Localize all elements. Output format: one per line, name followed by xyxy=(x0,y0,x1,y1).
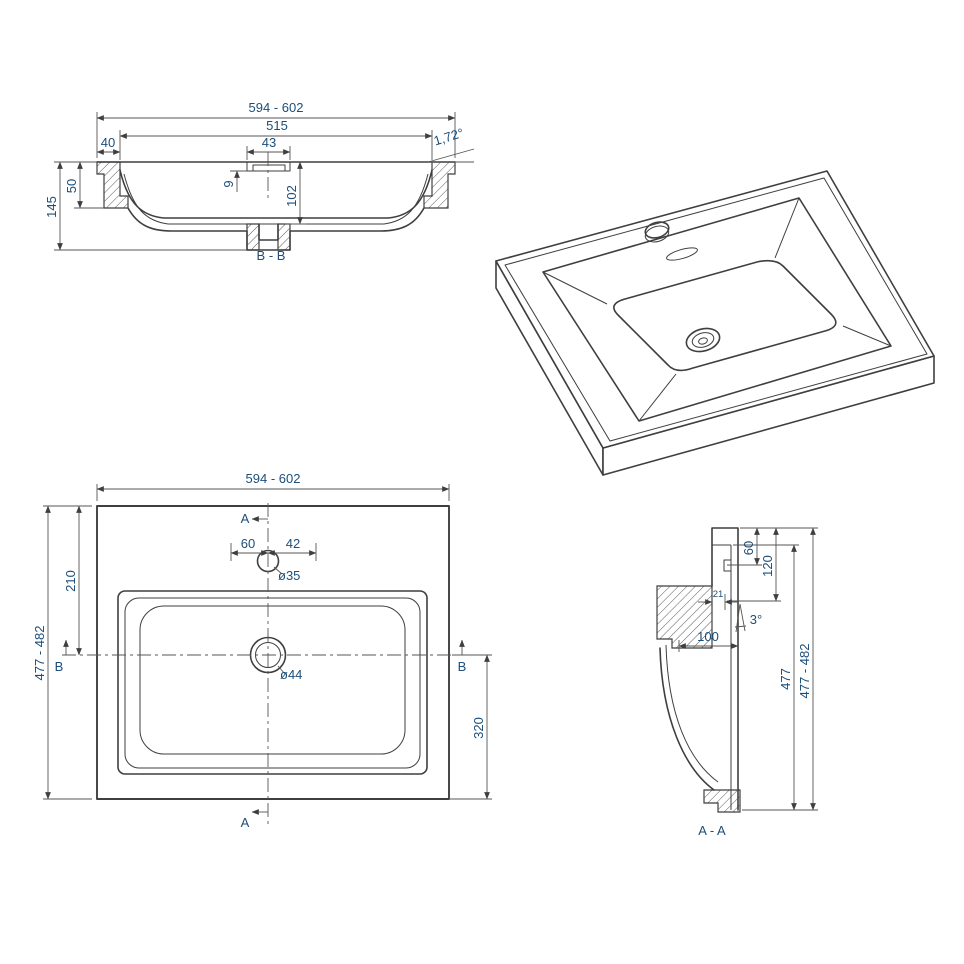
dim-tap-left-label: 60 xyxy=(241,536,255,551)
section-bb-view: 594 - 602 515 40 43 1,72° 9 102 50 145 B… xyxy=(44,100,475,263)
tap-hole-depth xyxy=(644,225,670,243)
dim-overall-height-label: 145 xyxy=(44,196,59,218)
hatch-drain-left xyxy=(246,223,260,251)
dim-overall-depth-label: 477 - 482 xyxy=(32,626,47,681)
dim-tap-right-label: 42 xyxy=(286,536,300,551)
section-b-marker-left: B xyxy=(55,659,64,674)
basin-bottom-line xyxy=(139,605,406,755)
dim-drain-to-front-label: 320 xyxy=(471,717,486,739)
basin-bottom xyxy=(613,259,837,372)
section-bb-title: B - B xyxy=(257,248,286,263)
dim-rim-height-label: 50 xyxy=(64,179,79,193)
profile-outline xyxy=(659,527,739,811)
drain-hole-center xyxy=(698,337,708,345)
drain-diameter-label: ø44 xyxy=(280,667,302,682)
extension-lines xyxy=(43,484,492,800)
plan-view: 594 - 602 477 - 482 210 320 60 42 ø35 ø4… xyxy=(32,471,492,830)
dim-base-width-label: 100 xyxy=(697,629,719,644)
drain-hole-outer xyxy=(685,327,721,353)
surface-angle-label: 1,72° xyxy=(432,125,466,148)
tap-hole-diameter-label: ø35 xyxy=(278,568,300,583)
isometric-view xyxy=(495,170,935,476)
dim-overall-width-label: 594 - 602 xyxy=(249,100,304,115)
wall-angle-label: 3° xyxy=(750,612,762,627)
drain-hole-inner xyxy=(691,332,715,348)
basin-wall-edges xyxy=(542,197,892,422)
dim-tap-hole-width-label: 43 xyxy=(262,135,276,150)
dim-overall-width-label: 594 - 602 xyxy=(246,471,301,486)
dim-inner-width-label: 515 xyxy=(266,118,288,133)
section-a-marker-bottom: A xyxy=(241,815,250,830)
dim-inner-depth-label: 477 xyxy=(778,668,793,690)
section-aa-title: A - A xyxy=(698,823,726,838)
plan-outer-edge xyxy=(96,505,450,800)
top-face-inner-edge xyxy=(504,177,928,442)
dim-edge-width-label: 40 xyxy=(101,135,115,150)
sink-section-outline xyxy=(96,161,456,251)
hatch-left-wall xyxy=(96,161,129,209)
basin-opening xyxy=(117,590,428,775)
dim-recess-depth-label: 9 xyxy=(221,180,236,187)
section-lines xyxy=(62,503,472,824)
hatch-drain-right xyxy=(277,223,291,251)
dim-overall-depth-label: 477 - 482 xyxy=(797,644,812,699)
profile-inner-lines xyxy=(665,544,732,810)
sink-section-inner-lines xyxy=(123,162,429,225)
section-a-marker-top: A xyxy=(241,511,250,526)
basin-slope-line xyxy=(124,597,421,769)
overflow-slot xyxy=(666,247,698,261)
dim-rear-edge-label: 60 xyxy=(741,541,756,555)
hatch-right-wall xyxy=(423,161,456,209)
dim-rear-shelf-label: 120 xyxy=(760,555,775,577)
dim-bowl-depth-label: 102 xyxy=(284,185,299,207)
section-aa-view: 60 120 21 3° 100 477 477 - 482 A - A xyxy=(656,527,818,838)
section-b-marker-right: B xyxy=(458,659,467,674)
hatch-front-foot xyxy=(703,789,741,813)
dim-wall-offset-label: 21 xyxy=(713,589,724,600)
dim-rear-to-drain-label: 210 xyxy=(63,570,78,592)
